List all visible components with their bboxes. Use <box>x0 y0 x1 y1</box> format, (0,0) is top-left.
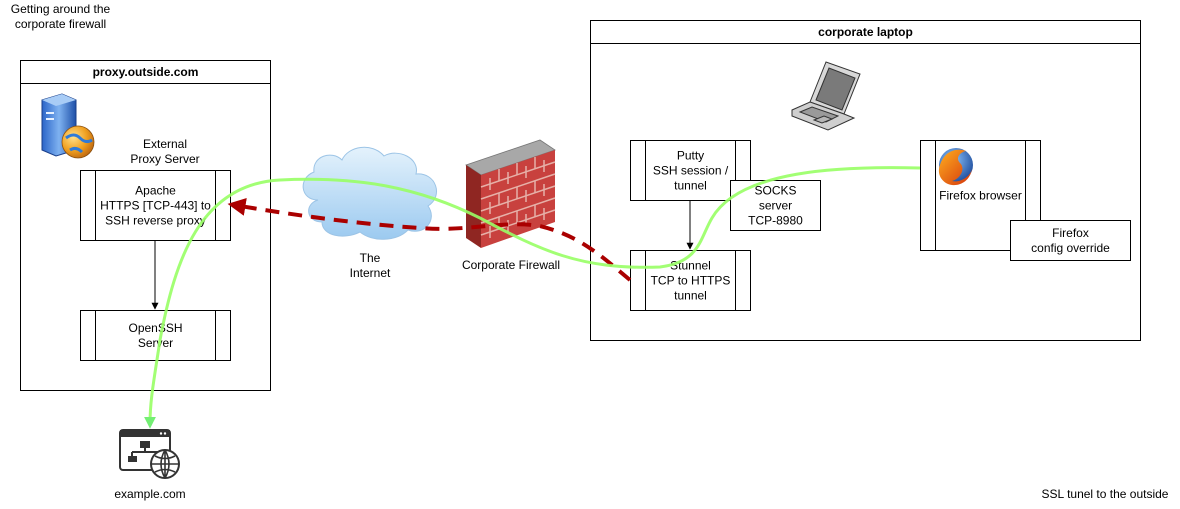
internet-label: The Internet <box>349 251 391 280</box>
firewall-label: Corporate Firewall <box>461 258 561 272</box>
firewall-bypass-path <box>227 198 632 282</box>
apache-label: Apache HTTPS [TCP-443] to SSH reverse pr… <box>100 183 211 227</box>
firefox-config-label: Firefox config override <box>1031 225 1110 255</box>
socks-server-box: SOCKS server TCP-8980 <box>730 180 821 231</box>
proxy-container-title: proxy.outside.com <box>21 61 270 84</box>
apache-process: Apache HTTPS [TCP-443] to SSH reverse pr… <box>80 170 231 241</box>
title-note: Getting around the corporate firewall <box>10 2 111 31</box>
openssh-process: OpenSSH Server <box>80 310 231 361</box>
firefox-label: Firefox browser <box>939 188 1022 202</box>
external-proxy-label: External Proxy Server <box>130 137 200 166</box>
stunnel-process: Stunnel TCP to HTTPS tunnel <box>630 250 751 311</box>
firefox-config-box: Firefox config override <box>1010 220 1131 261</box>
footer-note: SSL tunel to the outside <box>1041 487 1169 501</box>
socks-label: SOCKS server TCP-8980 <box>748 183 803 227</box>
example-com-label: example.com <box>114 487 186 501</box>
openssh-label: OpenSSH Server <box>128 320 183 350</box>
laptop-container-title: corporate laptop <box>591 21 1140 44</box>
stunnel-label: Stunnel TCP to HTTPS tunnel <box>650 258 731 302</box>
